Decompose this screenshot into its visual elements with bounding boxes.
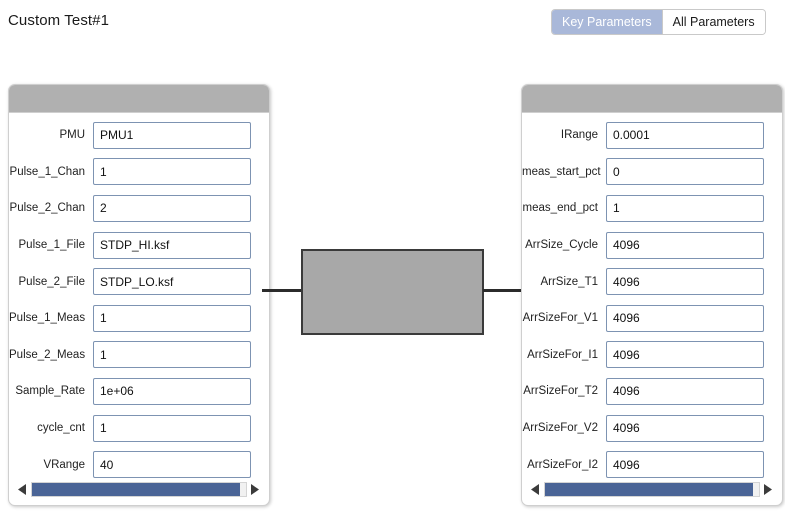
field-input-irange[interactable] — [606, 121, 764, 149]
field-label-vrange: VRange — [43, 458, 85, 471]
scroll-right-icon[interactable] — [249, 481, 262, 498]
tab-key-parameters[interactable]: Key Parameters — [552, 10, 662, 34]
field-input-sample_rate[interactable] — [93, 377, 251, 405]
panel-body-left: PMU Pulse_1_ChanPulse_2_ChanPulse_1_FileP… — [9, 113, 269, 486]
field-label-pulse_1_meas: Pulse_1_Meas — [9, 312, 86, 325]
field-row: Pulse_2_File — [9, 263, 269, 300]
field-row: Pulse_2_Meas — [9, 337, 269, 374]
field-input-meas_end_pct[interactable] — [606, 194, 764, 222]
dut-rectangle[interactable] — [301, 249, 484, 335]
field-input-arrsize_t1[interactable] — [606, 268, 764, 296]
field-label-arrsize_t1: ArrSize_T1 — [540, 275, 598, 288]
field-label-arrsizefor_i1: ArrSizeFor_I1 — [527, 348, 598, 361]
field-row: ArrSize_T1 — [522, 263, 782, 300]
field-label-cycle_cnt: cycle_cnt — [37, 422, 85, 435]
field-input-arrsizefor_i2[interactable] — [606, 451, 764, 479]
page-title: Custom Test#1 — [8, 12, 110, 29]
field-input-arrsizefor_v2[interactable] — [606, 414, 764, 442]
field-input-meas_start_pct[interactable] — [606, 158, 764, 186]
field-row: ArrSizeFor_I1 — [522, 337, 782, 374]
scrollbar-thumb-left[interactable] — [32, 483, 240, 496]
scrollbar-track-right[interactable] — [544, 482, 760, 497]
field-input-pulse_1_file[interactable] — [93, 231, 251, 259]
field-row: VRange — [9, 446, 269, 483]
field-input-arrsizefor_i1[interactable] — [606, 341, 764, 369]
terminal-lead-left-icon — [262, 289, 303, 292]
field-row: ArrSize_Cycle — [522, 227, 782, 264]
field-label-meas_end_pct: meas_end_pct — [522, 202, 598, 215]
field-label-arrsizefor_t2: ArrSizeFor_T2 — [523, 385, 598, 398]
horizontal-scrollbar-left[interactable] — [16, 481, 262, 498]
field-input-pmu[interactable] — [93, 121, 251, 149]
panel-body-right: IRange meas_start_pct meas_end_pctArrSize_… — [522, 113, 782, 486]
field-input-pulse_2_meas[interactable] — [93, 341, 251, 369]
tab-all-parameters[interactable]: All Parameters — [661, 10, 765, 34]
panel-header-left — [9, 85, 269, 113]
field-row: Pulse_1_Meas — [9, 300, 269, 337]
field-row: ArrSizeFor_V1 — [522, 300, 782, 337]
field-label-pulse_1_chan: Pulse_1_Chan — [9, 165, 85, 178]
field-label-pulse_1_file: Pulse_1_File — [18, 239, 85, 252]
field-row: IRange — [522, 117, 782, 154]
field-row: Pulse_2_Chan — [9, 190, 269, 227]
scrollbar-thumb-right[interactable] — [545, 483, 753, 496]
field-label-arrsizefor_i2: ArrSizeFor_I2 — [527, 458, 598, 471]
field-label-pulse_2_chan: Pulse_2_Chan — [9, 202, 85, 215]
field-input-cycle_cnt[interactable] — [93, 414, 251, 442]
horizontal-scrollbar-right[interactable] — [529, 481, 775, 498]
scroll-left-icon[interactable] — [529, 481, 542, 498]
field-input-arrsize_cycle[interactable] — [606, 231, 764, 259]
field-row: Pulse_1_File — [9, 227, 269, 264]
field-label-sample_rate: Sample_Rate — [15, 385, 85, 398]
field-input-pulse_1_chan[interactable] — [93, 158, 251, 186]
scrollbar-track-left[interactable] — [31, 482, 247, 497]
field-input-pulse_1_meas[interactable] — [93, 304, 251, 332]
scroll-right-icon[interactable] — [762, 481, 775, 498]
field-row: ArrSizeFor_V2 — [522, 410, 782, 447]
field-input-vrange[interactable] — [93, 451, 251, 479]
field-row: meas_start_pct — [522, 154, 782, 191]
terminal-lead-right-icon — [483, 289, 524, 292]
field-label-meas_start_pct: meas_start_pct — [522, 165, 601, 178]
field-input-pulse_2_file[interactable] — [93, 268, 251, 296]
device-under-test-diagram — [259, 240, 524, 344]
scroll-left-icon[interactable] — [16, 481, 29, 498]
field-label-arrsizefor_v2: ArrSizeFor_V2 — [522, 422, 598, 435]
field-row: PMU — [9, 117, 269, 154]
field-input-pulse_2_chan[interactable] — [93, 194, 251, 222]
measurement-key-parameters-panel: IRange meas_start_pct meas_end_pctArrSize_… — [521, 84, 783, 506]
pmu-key-parameters-panel: PMU Pulse_1_ChanPulse_2_ChanPulse_1_FileP… — [8, 84, 270, 506]
field-input-arrsizefor_t2[interactable] — [606, 377, 764, 405]
field-label-arrsize_cycle: ArrSize_Cycle — [525, 239, 598, 252]
parameter-view-toggle-group[interactable]: Key Parameters All Parameters — [551, 9, 766, 35]
field-input-arrsizefor_v1[interactable] — [606, 304, 764, 332]
panel-header-right — [522, 85, 782, 113]
field-label-pulse_2_file: Pulse_2_File — [18, 275, 85, 288]
field-label-arrsizefor_v1: ArrSizeFor_V1 — [522, 312, 598, 325]
field-row: ArrSizeFor_I2 — [522, 446, 782, 483]
field-row: meas_end_pct — [522, 190, 782, 227]
field-row: Pulse_1_Chan — [9, 154, 269, 191]
field-row: Sample_Rate — [9, 373, 269, 410]
field-row: ArrSizeFor_T2 — [522, 373, 782, 410]
field-label-irange: IRange — [560, 129, 598, 142]
field-row: cycle_cnt — [9, 410, 269, 447]
field-label-pmu: PMU — [59, 129, 85, 142]
field-label-pulse_2_meas: Pulse_2_Meas — [9, 348, 86, 361]
